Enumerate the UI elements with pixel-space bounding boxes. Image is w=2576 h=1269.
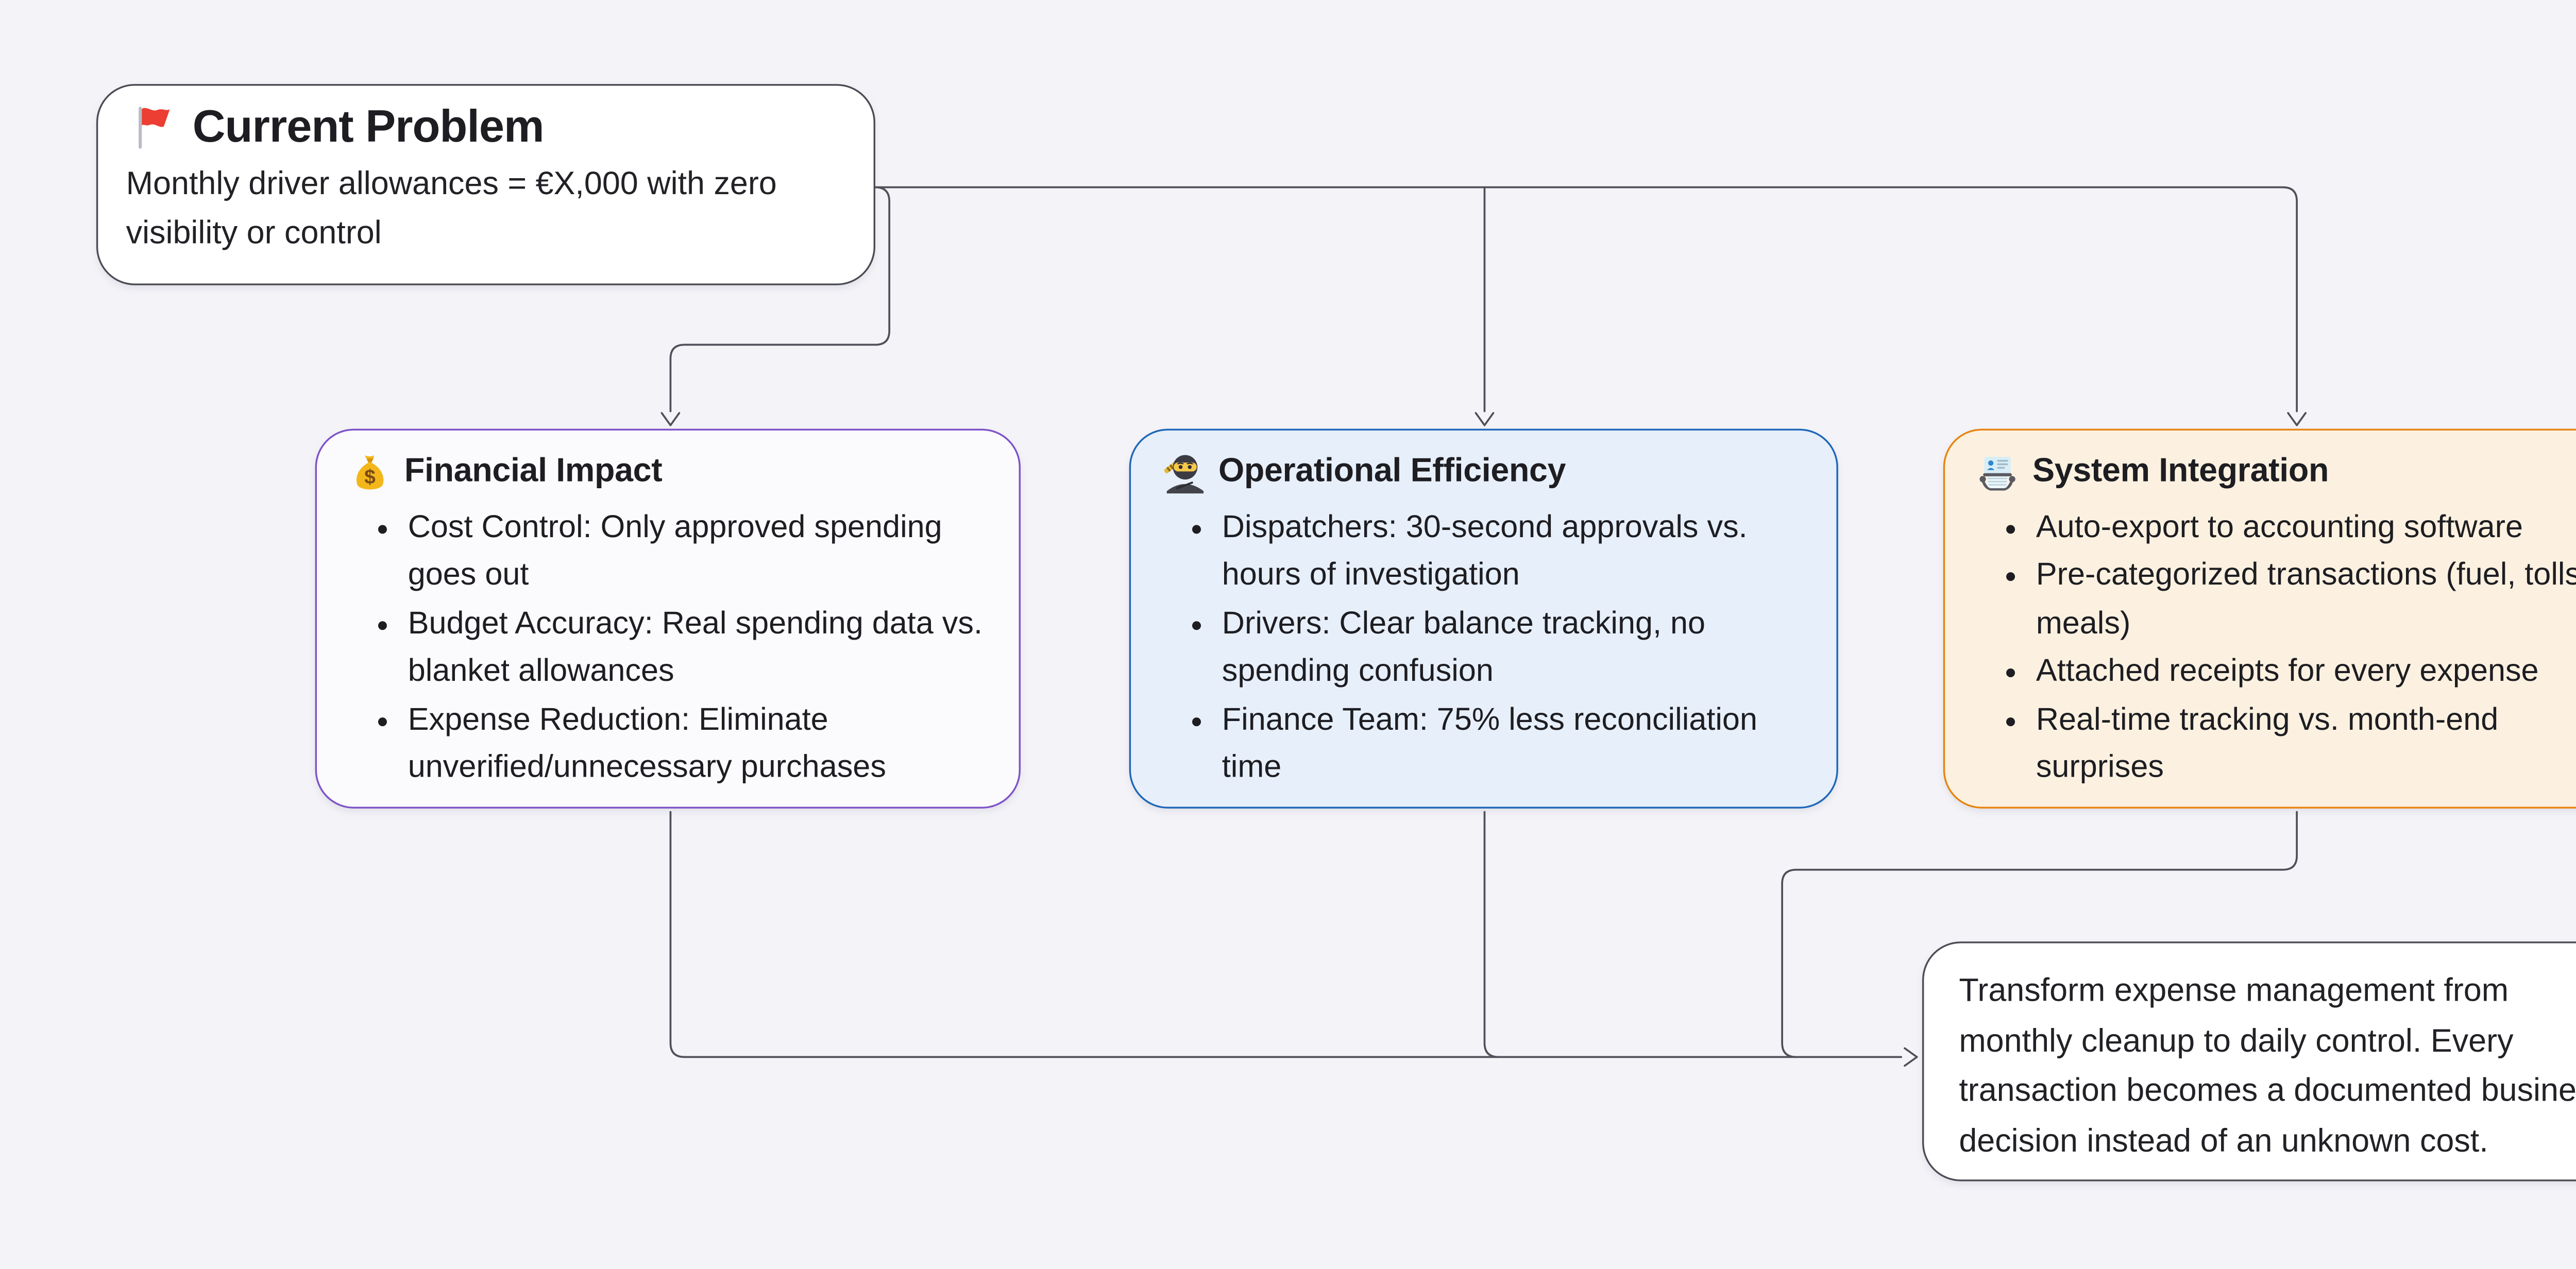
node-title: Current Problem (192, 99, 545, 152)
arrowhead-system (2287, 412, 2307, 426)
ninja-icon (1162, 452, 1205, 494)
connector-problem-to-financial (669, 186, 891, 413)
arrowhead-operational (1475, 412, 1495, 426)
node-financial-impact[interactable]: $ Financial Impact Cost Control: Only ap… (315, 428, 1021, 809)
node-conclusion[interactable]: Transform expense management from monthl… (1922, 941, 2576, 1181)
bullet-item: Pre-categorized transactions (fuel, toll… (2036, 552, 2576, 648)
bullet-item: Cost Control: Only approved spending goe… (408, 504, 984, 600)
bullet-item: Dispatchers: 30-second approvals vs. hou… (1222, 504, 1802, 600)
node-operational-efficiency[interactable]: Operational Efficiency Dispatchers: 30-s… (1129, 428, 1838, 809)
connector-operational-to-conclusion (1483, 811, 1500, 1058)
svg-text:$: $ (364, 467, 376, 489)
bullet-item: Drivers: Clear balance tracking, no spen… (1222, 599, 1802, 696)
node-system-integration[interactable]: System Integration Auto-export to accoun… (1943, 428, 2576, 809)
red-flag-icon (126, 101, 179, 153)
bullet-item: Expense Reduction: Eliminate unverified/… (408, 696, 984, 792)
card-index-icon (1976, 452, 2019, 494)
node-body: Transform expense management from monthl… (1959, 971, 2576, 1158)
arrowhead-financial (660, 412, 681, 426)
node-body: Monthly driver allowances = €X,000 with … (126, 165, 777, 251)
money-bag-icon: $ (348, 452, 391, 494)
node-current-problem[interactable]: Current Problem Monthly driver allowance… (96, 84, 875, 285)
bullet-list: Auto-export to accounting softwarePre-ca… (1976, 504, 2576, 793)
bullet-list: Dispatchers: 30-second approvals vs. hou… (1162, 504, 1812, 793)
node-title: System Integration (2032, 453, 2329, 490)
bullet-item: Attached receipts for every expense (2036, 648, 2576, 696)
arrowhead-conclusion (1904, 1047, 1918, 1067)
bullet-list: Cost Control: Only approved spending goe… (348, 504, 994, 793)
node-title: Operational Efficiency (1218, 453, 1566, 490)
node-title: Financial Impact (404, 453, 663, 490)
bullet-item: Auto-export to accounting software (2036, 504, 2576, 552)
connector-system-to-conclusion (1781, 811, 2298, 1058)
bullet-item: Finance Team: 75% less reconciliation ti… (1222, 696, 1802, 792)
bullet-item: Budget Accuracy: Real spending data vs. … (408, 599, 984, 696)
connector-financial-to-conclusion (669, 811, 1903, 1058)
connector-problem-to-system (874, 186, 2298, 413)
bullet-item: Real-time tracking vs. month-end surpris… (2036, 696, 2576, 792)
